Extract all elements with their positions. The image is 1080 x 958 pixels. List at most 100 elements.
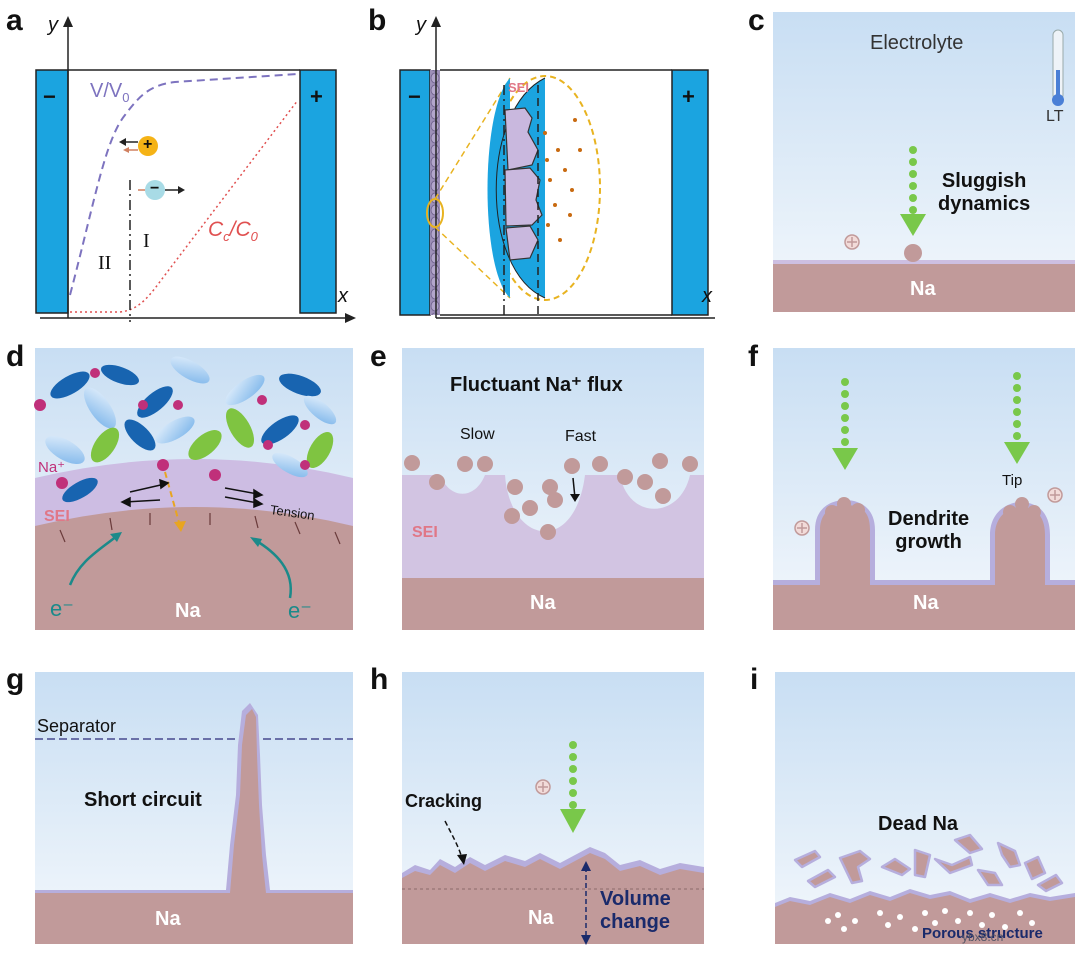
stress-arrows (59, 513, 341, 545)
cation-sign: + (143, 136, 153, 153)
sei-film (773, 260, 1075, 265)
panel-a-label: a (6, 4, 23, 37)
electron-path-right (254, 538, 293, 599)
watermark: ybx8.cn (962, 930, 1004, 944)
panel-c: c Electrolyte LT Sluggish dynamics Na (720, 0, 1080, 330)
sei-layer (430, 70, 440, 315)
ion-flux-dots-left (841, 378, 849, 446)
anode-minus-sign: − (43, 84, 56, 109)
cathode-electrode (671, 69, 709, 316)
ion-flux-dots-right (1013, 372, 1021, 440)
panel-h-diagram (402, 672, 704, 945)
panel-e-label: e (370, 340, 387, 373)
panel-i-label: i (750, 663, 759, 696)
sei-label: SEI (44, 508, 70, 525)
sodium-metal (402, 578, 704, 630)
sodium-label: Na (528, 907, 554, 929)
panel-c-diagram (773, 12, 1075, 312)
solvent-molecules (45, 356, 337, 503)
electron-path-left (68, 534, 119, 586)
sei-layer (402, 475, 704, 580)
sodium-label: Na (913, 592, 939, 614)
panel-a-diagram (35, 16, 356, 323)
tip-label: Tip (1002, 472, 1023, 489)
cathode-electrode (299, 69, 337, 314)
panel-b-label: b (368, 4, 387, 37)
c-curve-label: Cc/C0 (208, 218, 258, 245)
panel-g: g Separator Short circuit Na (0, 645, 360, 958)
panel-i: i Dea (720, 645, 1080, 958)
panel-e-diagram (402, 348, 704, 630)
ion-flux-dots (909, 146, 917, 214)
dendrite-growth-label: Dendrite growth (888, 508, 970, 553)
panel-a: a y x − + V/V0 Cc/C0 II I + − (0, 0, 360, 330)
sodium-ions (34, 368, 310, 489)
tension-arrows (120, 478, 264, 509)
y-axis-label: y (48, 14, 58, 36)
cathode-plus-sign: + (682, 84, 695, 109)
sodium-atom (904, 244, 922, 262)
separator-label: Separator (37, 716, 117, 736)
sodium-metal (402, 853, 704, 944)
cracking-label: Cracking (405, 791, 483, 811)
panel-c-label: c (748, 4, 765, 37)
lt-label: LT (1046, 108, 1064, 125)
v-curve-label: V/V0 (90, 80, 130, 105)
panel-b-diagram (399, 16, 715, 319)
sodium-label: Na (910, 278, 936, 300)
volume-change-label: Volume change (600, 888, 671, 933)
pore-dots (825, 908, 1035, 932)
fast-label: Fast (565, 428, 597, 445)
porous-structure-label: Porous structure (922, 925, 1043, 942)
v-curve (69, 73, 299, 296)
anode-electrode (399, 69, 431, 316)
electrolyte-label: Electrolyte (870, 32, 964, 54)
short-circuit-label: Short circuit (84, 789, 202, 811)
panel-f-label: f (748, 340, 758, 373)
cracking-arrow (444, 820, 463, 859)
region-i-label: I (143, 230, 150, 252)
sei-label: SEI (412, 524, 438, 541)
sodium-ion-label: Na⁺ (38, 459, 66, 476)
sodium-label: Na (175, 600, 201, 622)
flux-arrowhead (900, 214, 926, 236)
tip-atoms (825, 497, 1041, 527)
panel-g-diagram (35, 672, 353, 944)
panel-d-diagram (34, 348, 353, 630)
ion-flux-dots (569, 741, 577, 809)
c-curve (70, 99, 299, 313)
panel-e: e Fluctuant Na⁺ flux Slow Fast SEI Na (360, 330, 720, 645)
cation-circle (138, 136, 158, 156)
panel-i-diagram (775, 672, 1075, 944)
panel-f: f Tip Dendrite growth Na (720, 330, 1080, 645)
region-ii-label: II (98, 252, 112, 274)
panel-g-label: g (6, 663, 25, 696)
sodium-metal (775, 893, 1075, 944)
electron-right-label: e⁻ (288, 598, 312, 623)
cathode-plus-sign: + (310, 84, 323, 109)
flux-title: Fluctuant Na⁺ flux (450, 374, 623, 396)
x-axis-label: x (702, 285, 712, 307)
anion-circle (145, 180, 165, 200)
panel-d-label: d (6, 340, 25, 373)
panel-h-label: h (370, 663, 389, 696)
sodium-label: Na (155, 908, 181, 930)
anode-minus-sign: − (408, 84, 421, 109)
sei-label: SEI (508, 80, 529, 95)
electron-left-label: e⁻ (50, 596, 74, 621)
sodium-atoms (404, 453, 698, 540)
y-axis-label: y (416, 14, 426, 36)
sodium-dendrite (35, 709, 353, 944)
anion-sign: − (150, 180, 160, 197)
panel-f-diagram (773, 348, 1075, 630)
panel-d: d (0, 330, 360, 645)
sodium-label: Na (530, 592, 556, 614)
sodium-metal (773, 264, 1075, 312)
dead-sodium-fragments (793, 833, 1064, 893)
dead-sodium-label: Dead Na (878, 813, 959, 835)
sluggish-dynamics-label: Sluggish dynamics (938, 170, 1031, 215)
panel-b: b (360, 0, 720, 330)
slow-label: Slow (460, 426, 495, 443)
sodium-dendrites (773, 505, 1075, 630)
x-axis-label: x (338, 285, 348, 307)
